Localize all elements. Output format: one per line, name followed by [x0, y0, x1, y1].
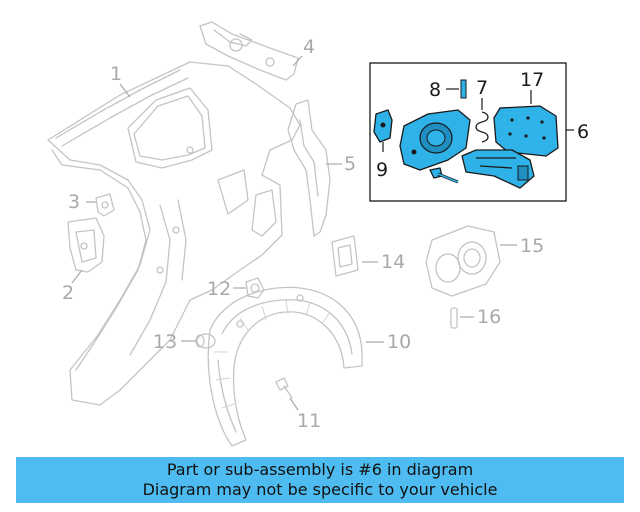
- filler-housing-part-15: [425, 225, 501, 297]
- callout-17: 17: [520, 69, 544, 91]
- leader-4: [292, 55, 303, 67]
- callout-6: 6: [577, 121, 589, 143]
- callout-15: 15: [520, 235, 544, 257]
- grommet-part-13: [195, 333, 216, 349]
- hinge-arm: [461, 149, 535, 189]
- fuel-door-housing: [399, 109, 471, 171]
- leader-2: [71, 269, 83, 284]
- leader-1: [119, 83, 131, 98]
- callout-5: 5: [344, 153, 356, 175]
- callout-14: 14: [381, 251, 405, 273]
- actuator-part-9: [373, 109, 393, 152]
- small-bracket-part-3: [95, 193, 115, 217]
- pin-part-16: [450, 307, 458, 329]
- pillar-reinforcement-part-5: [287, 99, 331, 237]
- info-banner: Part or sub-assembly is #6 in diagram Di…: [16, 457, 624, 503]
- callout-7: 7: [476, 77, 488, 99]
- screw-part-11: [275, 377, 293, 399]
- callout-1: 1: [110, 63, 122, 85]
- pin-part-8: [460, 79, 467, 99]
- callout-16: 16: [477, 306, 501, 328]
- callout-4: 4: [303, 36, 315, 58]
- callout-3: 3: [68, 191, 80, 213]
- callout-11: 11: [297, 410, 321, 432]
- lower-bracket-part-2: [67, 217, 105, 273]
- spring-part-7: [475, 111, 489, 143]
- fuel-door-assembly-box: [369, 62, 574, 202]
- callout-13: 13: [153, 331, 177, 353]
- cover-part-14: [331, 235, 359, 277]
- banner-line-disclaimer: Diagram may not be specific to your vehi…: [142, 480, 498, 499]
- leader-11: [289, 397, 299, 411]
- wheel-liner-part-10: [207, 286, 363, 447]
- callout-10: 10: [387, 331, 411, 353]
- bolt: [429, 167, 459, 184]
- upper-bracket-part-4: [199, 21, 299, 81]
- callout-12: 12: [207, 278, 231, 300]
- banner-line-part: Part or sub-assembly is #6 in diagram: [166, 460, 474, 479]
- callout-8: 8: [429, 79, 441, 101]
- callout-2: 2: [62, 282, 74, 304]
- quarter-panel-part-1: [47, 61, 301, 406]
- callout-9: 9: [376, 159, 388, 181]
- fuel-door-panel-part-17: [493, 105, 559, 157]
